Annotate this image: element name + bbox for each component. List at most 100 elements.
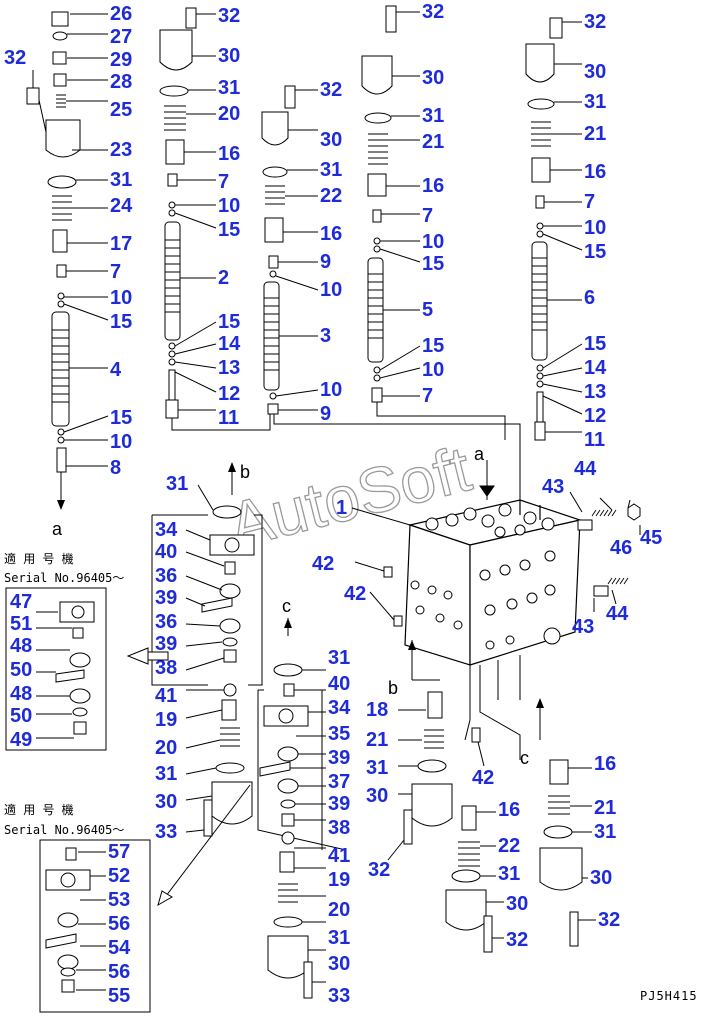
serial-label-jp: 適 用 号 機	[4, 802, 74, 817]
callout-30: 30	[366, 785, 388, 807]
arrow-label-a: a	[474, 444, 485, 464]
callout-31: 31	[366, 757, 388, 779]
serial-inset-2: 適 用 号 機 Serial No.96405〜	[4, 802, 151, 1013]
callout-10: 10	[218, 195, 240, 217]
callout-33: 33	[328, 985, 350, 1007]
arrow-label-b: b	[388, 678, 398, 698]
callout-1: 1	[336, 497, 347, 519]
group-c-callouts: c 31 40 34 35 39 37 39 38 41 19 20 31 30…	[282, 596, 351, 1007]
callout-15: 15	[110, 311, 132, 333]
callout-39: 39	[155, 587, 177, 609]
callout-4: 4	[110, 359, 122, 381]
callout-30: 30	[422, 67, 444, 89]
callout-31: 31	[498, 863, 520, 885]
callout-20: 20	[328, 899, 350, 921]
callout-16: 16	[498, 799, 520, 821]
column-4-leaders	[379, 11, 421, 397]
callout-21: 21	[584, 123, 606, 145]
group-c-leaders	[290, 669, 326, 983]
callout-23: 23	[110, 139, 132, 161]
serial-label-jp: 適 用 号 機	[4, 551, 74, 566]
callout-30: 30	[590, 867, 612, 889]
valve-block	[383, 499, 641, 666]
callout-34: 34	[155, 519, 178, 541]
valve-block-leaders	[351, 460, 641, 760]
callout-30: 30	[506, 893, 528, 915]
column-5-parts	[525, 17, 563, 441]
callout-55: 55	[108, 985, 130, 1007]
callout-15: 15	[218, 311, 240, 333]
callout-15: 15	[584, 333, 606, 355]
callout-39: 39	[328, 793, 350, 815]
serial-inset-2-callouts: 57 52 53 56 54 56 55	[108, 841, 131, 1007]
callout-42: 42	[472, 767, 494, 789]
callout-19: 19	[155, 709, 177, 731]
column-2-parts	[159, 7, 271, 431]
callout-5: 5	[422, 299, 433, 321]
valve-block-callouts: 1 42 42 43 44 46 45 43 44 a	[312, 444, 662, 638]
callout-48: 48	[10, 683, 32, 705]
callout-39: 39	[328, 747, 350, 769]
callout-15: 15	[584, 241, 606, 263]
callout-25: 25	[110, 99, 132, 121]
callout-45: 45	[640, 527, 662, 549]
column-3-leaders	[275, 89, 319, 411]
callout-16: 16	[218, 143, 240, 165]
arrow-label-c: c	[282, 596, 291, 616]
callout-11: 11	[218, 407, 239, 429]
callout-15: 15	[422, 253, 444, 275]
callout-15: 15	[218, 219, 240, 241]
callout-57: 57	[108, 841, 130, 863]
callout-56: 56	[108, 961, 130, 983]
column-5-leaders	[542, 21, 583, 433]
callout-20: 20	[218, 103, 240, 125]
callout-30: 30	[320, 129, 342, 151]
group-b-callouts: 31 b 34 40 36 39 36 39 38 41 19 20 31 30…	[155, 462, 250, 843]
callout-32: 32	[598, 909, 620, 931]
callout-21: 21	[594, 797, 616, 819]
callout-44: 44	[606, 603, 629, 625]
callout-9: 9	[320, 403, 331, 425]
callout-15: 15	[422, 335, 444, 357]
callout-28: 28	[110, 71, 132, 93]
callout-9: 9	[320, 251, 331, 273]
callout-31: 31	[328, 927, 350, 949]
callout-42: 42	[312, 553, 334, 575]
callout-32: 32	[368, 859, 390, 881]
callout-40: 40	[328, 673, 350, 695]
callout-16: 16	[422, 175, 444, 197]
callout-31: 31	[110, 169, 132, 191]
callout-8: 8	[110, 457, 121, 479]
callout-15: 15	[110, 407, 132, 429]
callout-24: 24	[110, 195, 133, 217]
serial-label: Serial No.96405〜	[4, 571, 124, 585]
callout-27: 27	[110, 26, 132, 48]
callout-12: 12	[218, 383, 240, 405]
lower-right-parts	[403, 640, 583, 953]
callout-36: 36	[155, 611, 177, 633]
callout-32: 32	[320, 79, 342, 101]
callout-31: 31	[320, 159, 342, 181]
callout-30: 30	[584, 61, 606, 83]
callout-32: 32	[584, 11, 606, 33]
lower-right-callouts: b 18 21 31 30 32 42 16 22 31 30 32 c 16 …	[366, 678, 620, 951]
callout-52: 52	[108, 865, 130, 887]
column-2-leaders	[174, 13, 217, 411]
callout-16: 16	[594, 753, 616, 775]
callout-31: 31	[594, 821, 616, 843]
serial-inset-1-callouts: 47 51 48 50 48 50 49	[10, 591, 32, 751]
column-4-callouts: 32 30 31 21 16 7 10 15 5 15 10 7	[422, 1, 444, 407]
callout-16: 16	[320, 223, 342, 245]
callout-10: 10	[422, 359, 444, 381]
callout-3: 3	[320, 325, 331, 347]
callout-50: 50	[10, 705, 32, 727]
callout-32: 32	[506, 929, 528, 951]
callout-43: 43	[542, 476, 564, 498]
callout-2: 2	[218, 267, 229, 289]
arrow-label-b: b	[240, 462, 250, 482]
callout-7: 7	[422, 385, 433, 407]
callout-36: 36	[155, 565, 177, 587]
serial-label: Serial No.96405〜	[4, 823, 124, 837]
callout-10: 10	[422, 231, 444, 253]
column-2-callouts: 32 30 31 20 16 7 10 15 2 15 14 13 12 11	[218, 5, 241, 429]
